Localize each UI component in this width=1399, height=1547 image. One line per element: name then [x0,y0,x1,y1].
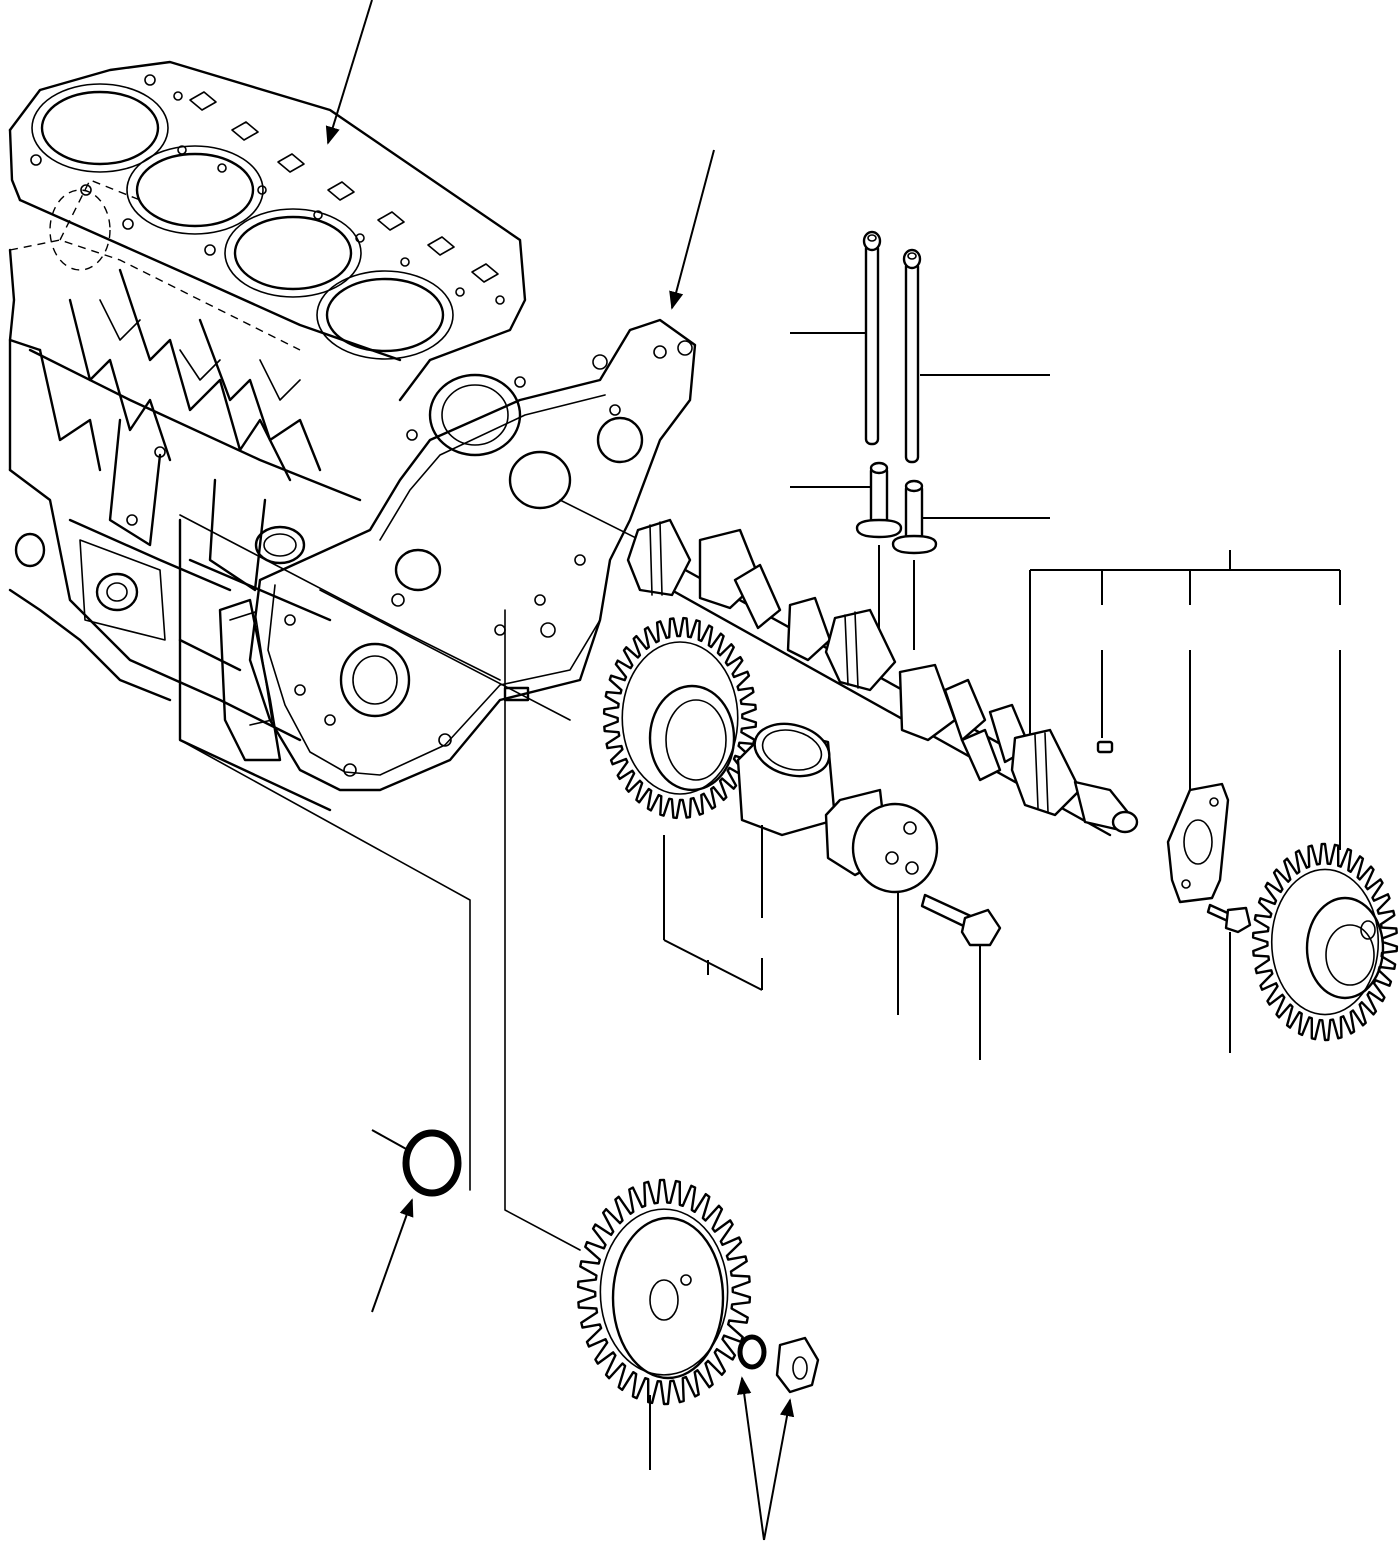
gear-root-circle [621,641,739,795]
o-ring [371,1129,462,1313]
bracket-leaders-right [1029,550,1341,850]
bracket-leaders-mid [663,825,763,991]
idler-bushing [736,722,837,837]
camshaft [626,518,1139,837]
push-rods [790,230,1050,464]
gear-housing [218,318,697,792]
lock-washer [737,1334,767,1370]
woodruff-key [1096,740,1114,754]
gear-root-circle [599,1208,729,1376]
idler-shaft [824,788,939,1015]
valve-tappets [790,461,1050,650]
gear-nut [775,1336,820,1394]
thrust-plate-bolt [1206,903,1252,1053]
pointer-arrows-top [325,0,715,310]
cylinder-block [8,60,527,812]
housing-leader-lines [179,499,651,1251]
idler-shaft-bolt [920,893,1002,1060]
thrust-plate [1166,782,1230,904]
pointer-arrows-bottom [737,1376,795,1541]
idler-gear [602,616,758,820]
gear-teeth-outline [1251,842,1399,1042]
camshaft-gear [1251,842,1399,1042]
gear-teeth-outline [576,1178,752,1406]
gear-root-circle [1270,868,1380,1016]
injection-pump-gear [576,1178,752,1470]
